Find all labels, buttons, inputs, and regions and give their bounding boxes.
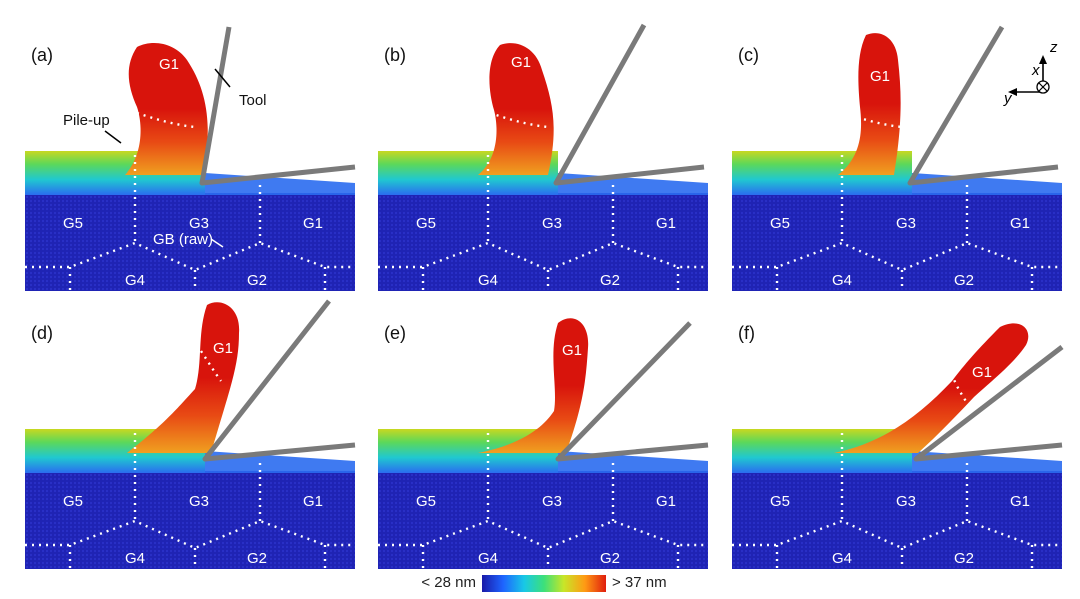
grain-label-right: G1 xyxy=(303,493,323,510)
grain-label-center: G3 xyxy=(189,493,209,510)
tool-annotation: Tool xyxy=(239,92,267,109)
tool-arrow xyxy=(214,68,231,88)
grain-label-chip: G1 xyxy=(562,342,582,359)
grain-label-bottom-right: G2 xyxy=(600,550,620,567)
pileup-arrow xyxy=(104,130,122,144)
panel-label: (d) xyxy=(31,323,53,343)
grain-label-right: G1 xyxy=(656,493,676,510)
grain-label-bottom-left: G4 xyxy=(125,550,145,567)
chip xyxy=(838,33,901,175)
panel-label: (e) xyxy=(384,323,406,343)
grain-label-right: G1 xyxy=(1010,493,1030,510)
grain-label-bottom-left: G4 xyxy=(478,272,498,289)
grain-label-center: G3 xyxy=(189,215,209,232)
colorbar: < 28 nm > 37 nm xyxy=(421,574,667,592)
grain-label-chip: G1 xyxy=(159,56,179,73)
grain-label-bottom-right: G2 xyxy=(247,550,267,567)
y-axis-label: y xyxy=(1003,90,1013,107)
grain-label-right: G1 xyxy=(1010,215,1030,232)
grain-label-center: G3 xyxy=(542,215,562,232)
grain-label-bottom-right: G2 xyxy=(954,272,974,289)
grain-label-left: G5 xyxy=(63,215,83,232)
grain-label-left: G5 xyxy=(416,215,436,232)
chip-grain-boundary xyxy=(489,111,549,129)
substrate xyxy=(732,471,1062,569)
grain-label-center: G3 xyxy=(896,493,916,510)
grain-label-left: G5 xyxy=(63,493,83,510)
grain-label-bottom-left: G4 xyxy=(125,272,145,289)
substrate xyxy=(378,193,708,291)
grain-label-center: G3 xyxy=(896,215,916,232)
z-axis-label: z xyxy=(1049,39,1058,56)
axes-glyph: z x y xyxy=(1003,39,1058,107)
panel-label: (f) xyxy=(738,323,755,343)
substrate xyxy=(25,471,355,569)
grain-label-chip: G1 xyxy=(972,364,992,381)
grain-label-chip: G1 xyxy=(511,54,531,71)
chip xyxy=(478,43,554,175)
grain-label-bottom-left: G4 xyxy=(832,550,852,567)
chip-grain-boundary xyxy=(136,111,196,129)
grain-label-left: G5 xyxy=(770,215,790,232)
chip xyxy=(125,43,208,175)
grain-label-right: G1 xyxy=(303,215,323,232)
grain-label-right: G1 xyxy=(656,215,676,232)
grain-label-chip: G1 xyxy=(213,340,233,357)
panel-label: (c) xyxy=(738,45,759,65)
substrate xyxy=(732,193,1062,291)
panel-label: (a) xyxy=(31,45,53,65)
colorbar-gradient xyxy=(482,575,606,592)
grain-label-bottom-left: G4 xyxy=(832,272,852,289)
pileup-annotation: Pile-up xyxy=(63,112,110,129)
substrate xyxy=(25,193,355,291)
chip-grain-boundary xyxy=(489,389,549,407)
grain-label-bottom-left: G4 xyxy=(478,550,498,567)
grain-label-left: G5 xyxy=(416,493,436,510)
cutting-tool xyxy=(202,299,356,462)
z-arrowhead-icon xyxy=(1039,55,1047,64)
chip xyxy=(127,302,240,453)
chip xyxy=(834,323,1029,453)
colorbar-min-label: < 28 nm xyxy=(421,574,476,591)
grain-label-bottom-right: G2 xyxy=(600,272,620,289)
panel-label: (b) xyxy=(384,45,406,65)
gb-arrow xyxy=(210,238,224,248)
y-arrowhead-icon xyxy=(1008,88,1017,96)
chip xyxy=(478,318,589,453)
grain-label-bottom-right: G2 xyxy=(954,550,974,567)
colorbar-max-label: > 37 nm xyxy=(612,574,667,591)
cutting-tool xyxy=(553,23,705,186)
grain-label-chip: G1 xyxy=(870,68,890,85)
chip-grain-boundary xyxy=(843,111,903,129)
grain-label-left: G5 xyxy=(770,493,790,510)
cutting-tool xyxy=(907,25,1059,186)
grain-label-bottom-right: G2 xyxy=(247,272,267,289)
x-axis-label: x xyxy=(1031,62,1040,79)
cutting-tool xyxy=(913,345,1064,462)
grain-label-center: G3 xyxy=(542,493,562,510)
gb-annotation: GB (raw) xyxy=(153,231,213,248)
cutting-tool xyxy=(555,321,709,462)
substrate xyxy=(378,471,708,569)
cutting-tool xyxy=(199,26,356,186)
